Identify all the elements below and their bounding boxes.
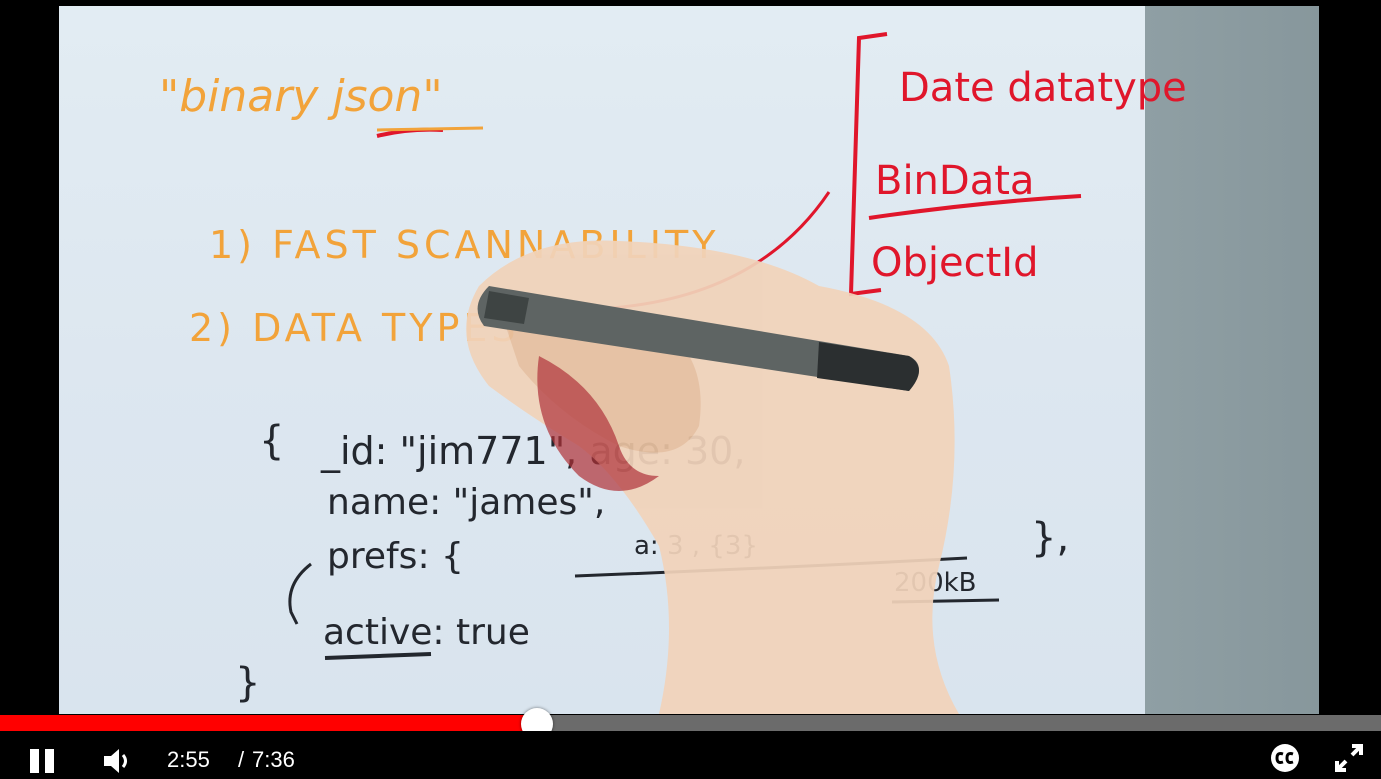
title-underline-orange [376, 126, 484, 132]
progress-played [0, 715, 538, 731]
doc-line-active: active: true [323, 612, 530, 653]
whiteboard-drawing: "binary json" 1) FAST SCANNABILITY 2) DA… [159, 32, 1187, 714]
fullscreen-icon [1335, 744, 1363, 772]
pause-icon [30, 749, 54, 773]
captions-icon [1271, 744, 1299, 772]
volume-button[interactable] [102, 746, 134, 776]
datatype-bindata: BinData [875, 158, 1034, 204]
title-text: "binary json" [159, 71, 443, 122]
datatypes-bracket [848, 32, 888, 297]
captions-button[interactable] [1270, 743, 1300, 773]
doc-close-brace: } [235, 660, 260, 706]
bindata-underline [868, 194, 1082, 220]
datatype-date: Date datatype [899, 65, 1187, 111]
progress-bar[interactable] [0, 708, 1381, 740]
doc-line-prefs-close: }, [1031, 515, 1069, 561]
control-bar: 2:55 / 7:36 [0, 731, 1381, 779]
doc-line-name: name: "james", [327, 482, 605, 523]
fullscreen-button[interactable] [1334, 743, 1364, 773]
marker-pen [477, 286, 919, 391]
pause-button[interactable] [28, 747, 56, 775]
datatype-objectid: ObjectId [871, 240, 1038, 286]
doc-line-prefs: prefs: { [327, 536, 464, 577]
active-underline [324, 652, 432, 660]
time-separator: / [238, 747, 245, 772]
active-arrow [288, 562, 312, 625]
video-frame[interactable]: "binary json" 1) FAST SCANNABILITY 2) DA… [59, 6, 1319, 714]
point-2-text: 2) DATA TYPES [189, 306, 520, 350]
duration: 7:36 [252, 747, 295, 772]
current-time: 2:55 [167, 747, 210, 772]
board-edge [1145, 6, 1319, 714]
doc-open-brace: { [259, 418, 284, 464]
volume-icon [104, 749, 127, 773]
